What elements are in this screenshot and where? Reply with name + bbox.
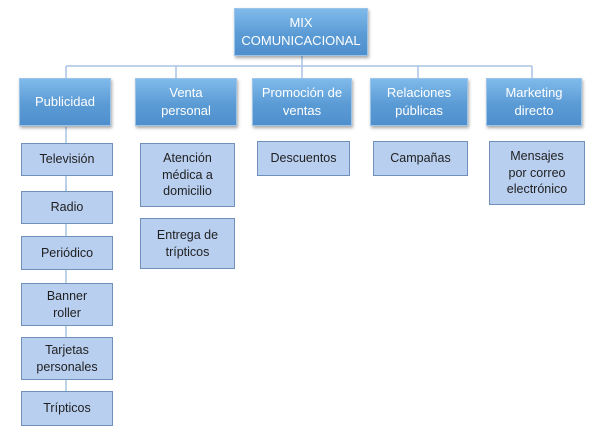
- item-radio: Radio: [21, 191, 113, 224]
- root-node: MIX COMUNICACIONAL: [234, 8, 368, 56]
- category-relaciones-publicas: Relaciones públicas: [370, 78, 468, 126]
- item-tarjetas-personales: Tarjetas personales: [21, 337, 113, 380]
- item-label: Descuentos: [270, 151, 337, 166]
- item-label: médica a: [162, 167, 213, 182]
- item-campanas: Campañas: [373, 141, 468, 176]
- category-label: Marketing: [505, 85, 563, 101]
- category-label: ventas: [282, 103, 322, 118]
- category-promocion-ventas: Promoción de ventas: [252, 78, 352, 126]
- category-venta-personal: Venta personal: [135, 78, 237, 126]
- item-television: Televisión: [21, 143, 113, 176]
- item-label: Campañas: [390, 151, 451, 166]
- item-label: electrónico: [506, 182, 568, 197]
- item-label: personales: [36, 359, 98, 374]
- item-label: Banner: [46, 288, 88, 303]
- item-atencion-medica: Atención médica a domicilio: [140, 143, 235, 207]
- item-label: Televisión: [39, 152, 95, 167]
- category-label: Venta: [169, 85, 203, 101]
- category-label: Publicidad: [35, 94, 95, 110]
- item-label: Atención: [163, 150, 212, 165]
- item-mensajes-correo: Mensajes por correo electrónico: [489, 141, 585, 205]
- item-label: Tarjetas: [45, 343, 89, 357]
- item-label: domicilio: [163, 184, 212, 199]
- item-periodico: Periódico: [21, 236, 113, 270]
- category-label: personal: [161, 103, 211, 118]
- root-label-line2: COMUNICACIONAL: [241, 33, 361, 48]
- category-label: públicas: [395, 103, 443, 118]
- item-descuentos: Descuentos: [257, 141, 350, 176]
- item-label: roller: [53, 305, 81, 320]
- item-label: Trípticos: [43, 401, 91, 416]
- category-publicidad: Publicidad: [19, 78, 111, 126]
- item-label: Radio: [50, 200, 84, 215]
- category-label: Promoción de: [261, 85, 343, 101]
- category-label: Relaciones: [386, 85, 452, 101]
- item-label: por correo: [508, 165, 566, 180]
- item-label: Entrega de: [156, 227, 219, 242]
- item-entrega-tripticos: Entrega de trípticos: [140, 218, 235, 269]
- item-label: Mensajes: [510, 148, 564, 163]
- category-marketing-directo: Marketing directo: [486, 78, 582, 126]
- category-label: directo: [514, 103, 554, 118]
- item-label: Periódico: [40, 245, 94, 260]
- item-banner-roller: Banner roller: [21, 283, 113, 326]
- item-tripticos: Trípticos: [21, 391, 113, 426]
- item-label: trípticos: [165, 244, 210, 259]
- root-label-line1: MIX: [289, 15, 313, 31]
